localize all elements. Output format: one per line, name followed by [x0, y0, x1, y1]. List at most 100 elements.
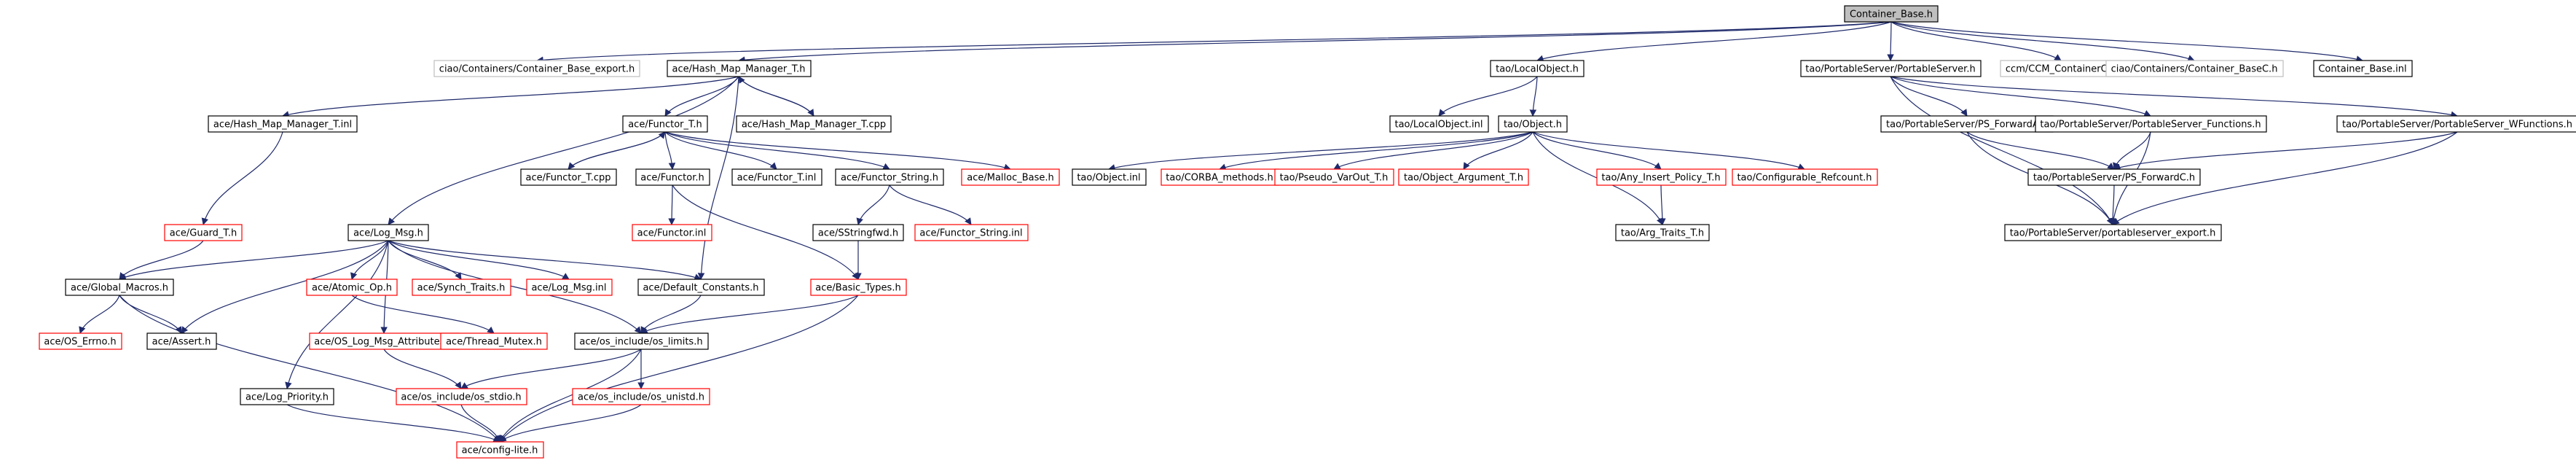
- node-os-errno-h[interactable]: ace/OS_Errno.h: [39, 332, 122, 350]
- node-thread-mutex-h[interactable]: ace/Thread_Mutex.h: [440, 332, 548, 350]
- node-label: ace/OS_Log_Msg_Attributes.h: [314, 337, 453, 348]
- node-pseudo-varout-t-h[interactable]: tao/Pseudo_VarOut_T.h: [1274, 168, 1394, 186]
- node-box: [412, 279, 511, 296]
- node-hash-map-manager-t-cpp[interactable]: ace/Hash_Map_Manager_T.cpp: [736, 115, 892, 133]
- node-container-base-inl[interactable]: Container_Base.inl: [2313, 60, 2413, 77]
- node-basic-types-h[interactable]: ace/Basic_Types.h: [810, 279, 907, 296]
- node-hash-map-manager-t-inl[interactable]: ace/Hash_Map_Manager_T.inl: [208, 115, 358, 133]
- node-label: ccm/CCM_ContainerC.h: [2006, 64, 2116, 75]
- node-label: tao/Pseudo_VarOut_T.h: [1280, 173, 1389, 184]
- node-functor-t-cpp[interactable]: ace/Functor_T.cpp: [520, 168, 617, 186]
- edge-atomic-op-h-to-thread-mutex-h: [351, 295, 495, 334]
- node-container-base-h[interactable]: Container_Base.h: [1844, 5, 1939, 23]
- node-tao-portableserver-h[interactable]: tao/PortableServer/PortableServer.h: [1800, 60, 1982, 77]
- node-config-lite-h[interactable]: ace/config-lite.h: [456, 441, 544, 459]
- edge-tao-portableserver-h-to-ps-functions-h: [1890, 76, 2151, 117]
- node-synch-traits-h[interactable]: ace/Synch_Traits.h: [412, 279, 511, 296]
- edge-any-insert-policy-t-h-to-arg-traits-t-h: [1659, 184, 1666, 225]
- node-ccm-containerc-h[interactable]: ccm/CCM_ContainerC.h: [2000, 60, 2122, 77]
- node-default-constants-h[interactable]: ace/Default_Constants.h: [637, 279, 765, 296]
- node-box: [1498, 115, 1568, 133]
- node-tao-localobject-h[interactable]: tao/LocalObject.h: [1490, 60, 1585, 77]
- node-log-msg-inl[interactable]: ace/Log_Msg.inl: [526, 279, 613, 296]
- node-ps-export-h[interactable]: tao/PortableServer/portableserver_export…: [2004, 224, 2222, 241]
- edge-tao-object-h-to-configurable-refcount-h: [1532, 131, 1805, 171]
- node-box: [1072, 168, 1147, 186]
- node-ciao-containers-basec-h[interactable]: ciao/Containers/Container_BaseC.h: [2105, 60, 2284, 77]
- node-sstringfwd-h[interactable]: ace/SStringfwd.h: [812, 224, 904, 241]
- node-corba-methods-h[interactable]: tao/CORBA_methods.h: [1161, 168, 1279, 186]
- node-assert-h[interactable]: ace/Assert.h: [146, 332, 217, 350]
- node-label: ciao/Containers/Container_Base_export.h: [439, 64, 635, 75]
- node-label: ace/Hash_Map_Manager_T.cpp: [742, 120, 886, 131]
- node-box: [812, 224, 904, 241]
- edge-ps-functions-h-to-ps-forwardc-h: [2113, 131, 2151, 170]
- node-atomic-op-h[interactable]: ace/Atomic_Op.h: [306, 279, 398, 296]
- node-log-msg-h[interactable]: ace/Log_Msg.h: [347, 224, 429, 241]
- node-box: [914, 224, 1029, 241]
- node-label: ace/Thread_Mutex.h: [446, 337, 542, 348]
- edge-log-msg-h-to-global-macros-h: [119, 240, 389, 281]
- node-functor-h[interactable]: ace/Functor.h: [635, 168, 710, 186]
- node-functor-string-inl[interactable]: ace/Functor_String.inl: [914, 224, 1029, 241]
- node-label: tao/PortableServer/PS_ForwardA.h: [1886, 120, 2048, 131]
- node-label: ace/Functor_String.h: [841, 173, 938, 184]
- node-tao-object-inl[interactable]: tao/Object.inl: [1072, 168, 1147, 186]
- node-malloc-base-h[interactable]: ace/Malloc_Base.h: [961, 168, 1060, 186]
- edge-global-macros-h-to-os-errno-h: [79, 295, 120, 334]
- edge-basic-types-h-to-config-lite-h: [499, 295, 859, 443]
- node-global-macros-h[interactable]: ace/Global_Macros.h: [65, 279, 174, 296]
- node-label: tao/Object.inl: [1077, 173, 1140, 184]
- node-label: Container_Base.h: [1850, 9, 1933, 20]
- edge-ps-forwarda-h-to-ps-forwardc-h: [1966, 131, 2115, 170]
- edge-tao-portableserver-h-to-ps-export-h: [1890, 76, 2113, 225]
- edge-container-base-h-to-tao-portableserver-h: [1887, 21, 1894, 61]
- node-functor-string-h[interactable]: ace/Functor_String.h: [835, 168, 944, 186]
- node-functor-inl[interactable]: ace/Functor.inl: [632, 224, 712, 241]
- node-label: ace/Functor_T.inl: [737, 173, 817, 184]
- edge-global-macros-h-to-config-lite-h: [119, 295, 500, 443]
- node-os-unistd-h[interactable]: ace/os_include/os_unistd.h: [572, 388, 710, 405]
- node-log-priority-h[interactable]: ace/Log_Priority.h: [240, 388, 334, 405]
- node-os-limits-h[interactable]: ace/os_include/os_limits.h: [574, 332, 709, 350]
- node-ciao-containers-export[interactable]: ciao/Containers/Container_Base_export.h: [433, 60, 640, 77]
- node-box: [961, 168, 1060, 186]
- node-ps-functions-h[interactable]: tao/PortableServer/PortableServer_Functi…: [2035, 115, 2267, 133]
- edge-functor-t-h-to-functor-h: [664, 131, 676, 170]
- node-label: ace/Log_Msg.inl: [531, 283, 606, 294]
- node-box: [667, 60, 812, 77]
- node-ps-wfunctions-h[interactable]: tao/PortableServer/PortableServer_WFunct…: [2336, 115, 2576, 133]
- edge-hash-map-manager-t-h-to-log-msg-h: [388, 76, 739, 225]
- node-label: tao/Arg_Traits_T.h: [1621, 228, 1704, 239]
- edge-hash-map-manager-t-h-to-default-constants-h: [697, 76, 739, 280]
- node-box: [240, 388, 334, 405]
- node-tao-localobject-inl[interactable]: tao/LocalObject.inl: [1389, 115, 1489, 133]
- node-os-stdio-h[interactable]: ace/os_include/os_stdio.h: [396, 388, 527, 405]
- node-functor-t-inl[interactable]: ace/Functor_T.inl: [731, 168, 822, 186]
- node-label: tao/Any_Insert_Policy_T.h: [1601, 173, 1720, 184]
- node-box: [164, 224, 243, 241]
- node-arg-traits-t-h[interactable]: tao/Arg_Traits_T.h: [1615, 224, 1710, 241]
- edge-os-limits-h-to-config-lite-h: [499, 349, 642, 443]
- edge-ps-wfunctions-h-to-ps-export-h: [2112, 131, 2458, 225]
- node-box: [1596, 168, 1727, 186]
- node-ps-forwarda-h[interactable]: tao/PortableServer/PS_ForwardA.h: [1880, 115, 2054, 133]
- node-guard-t-h[interactable]: ace/Guard_T.h: [164, 224, 243, 241]
- edge-log-msg-h-to-os-limits-h: [388, 240, 642, 334]
- node-hash-map-manager-t-h[interactable]: ace/Hash_Map_Manager_T.h: [667, 60, 812, 77]
- node-tao-object-h[interactable]: tao/Object.h: [1498, 115, 1568, 133]
- node-configurable-refcount-h[interactable]: tao/Configurable_Refcount.h: [1732, 168, 1878, 186]
- edge-container-base-h-to-tao-localobject-h: [1536, 21, 1892, 62]
- node-label: tao/LocalObject.h: [1496, 64, 1579, 75]
- node-ps-forwardc-h[interactable]: tao/PortableServer/PS_ForwardC.h: [2027, 168, 2201, 186]
- node-label: ace/Functor_T.h: [628, 120, 702, 131]
- edge-hash-map-manager-t-cpp-to-hash-map-manager-t-h: [738, 76, 814, 117]
- node-object-argument-t-h[interactable]: tao/Object_Argument_T.h: [1398, 168, 1529, 186]
- node-box: [520, 168, 617, 186]
- node-label: ace/Functor.h: [640, 173, 704, 184]
- node-os-log-msg-attributes-h[interactable]: ace/OS_Log_Msg_Attributes.h: [309, 332, 460, 350]
- node-any-insert-policy-t-h[interactable]: tao/Any_Insert_Policy_T.h: [1596, 168, 1727, 186]
- edge-container-base-h-to-ciao-containers-export: [536, 21, 1892, 64]
- node-functor-t-h[interactable]: ace/Functor_T.h: [622, 115, 708, 133]
